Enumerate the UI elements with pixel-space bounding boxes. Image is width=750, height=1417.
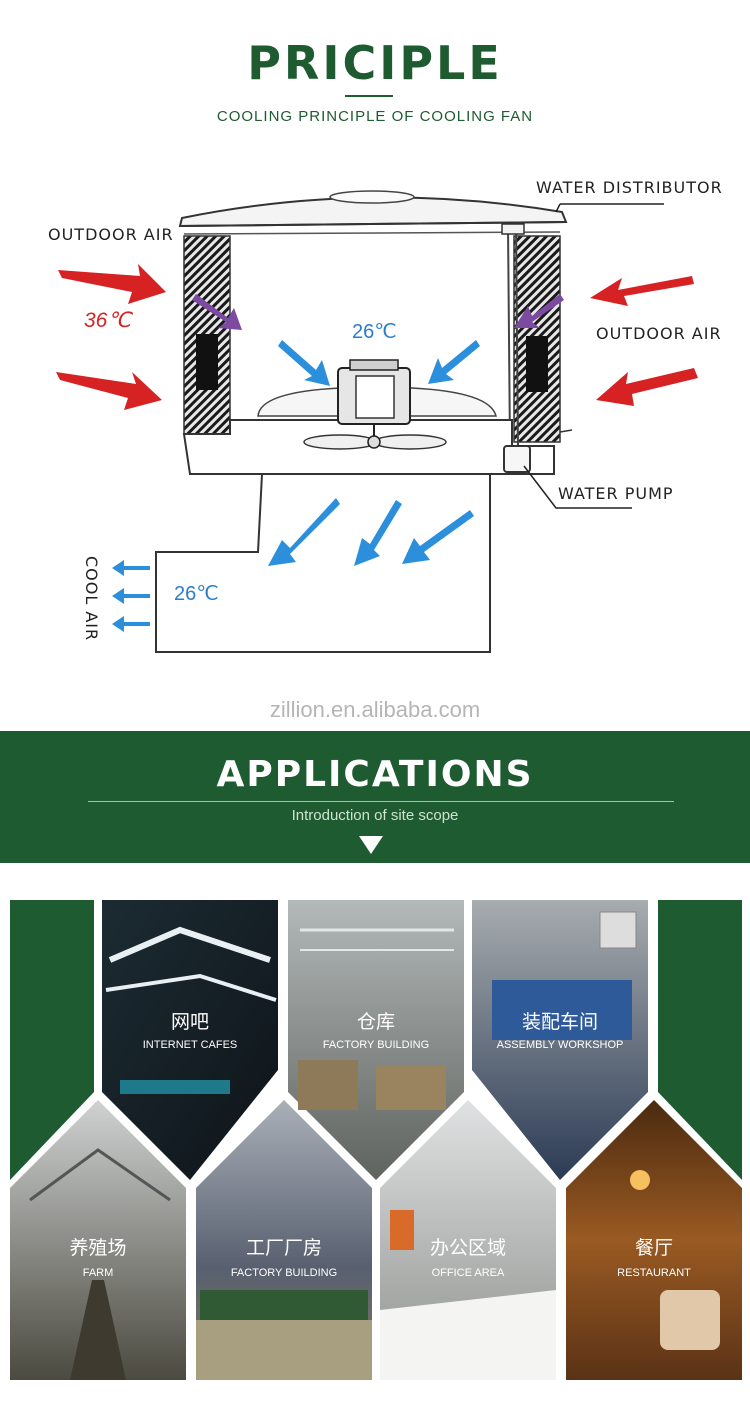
label-water-distributor: WATER DISTRIBUTOR <box>536 178 723 197</box>
chevron-down-icon <box>359 836 383 854</box>
cool-air-arrows <box>112 340 480 632</box>
tile-label-cn: 养殖场 <box>69 1237 126 1259</box>
watermark: zillion.en.alibaba.com <box>269 697 481 722</box>
green-accent-right <box>658 900 742 1180</box>
tile-label-cn: 装配车间 <box>522 1011 598 1033</box>
tile-label-en: OFFICE AREA <box>432 1267 505 1279</box>
label-cool-air: COOL AIR <box>82 556 101 641</box>
tile-label-en: FACTORY BUILDING <box>231 1267 337 1279</box>
label-outdoor-air-right: OUTDOOR AIR <box>596 324 722 343</box>
tile-internet-cafes[interactable]: 网吧 INTERNET CAFES <box>102 900 278 1180</box>
water-pipe <box>501 223 525 449</box>
air-duct <box>155 473 491 653</box>
temp-outside: 36℃ <box>84 309 133 332</box>
cooler-roof <box>178 190 568 235</box>
air-through-pad-arrows <box>192 294 564 330</box>
temp-outlet: 26℃ <box>174 583 219 605</box>
tile-warehouse[interactable]: 仓库 FACTORY BUILDING <box>288 900 464 1180</box>
applications-subtitle: Introduction of site scope <box>291 807 459 824</box>
fan-motor <box>257 359 497 440</box>
tile-restaurant[interactable]: 餐厅 RESTAURANT <box>566 1100 742 1380</box>
tile-label-cn: 网吧 <box>171 1011 209 1033</box>
water-pump <box>503 445 531 473</box>
tile-label-en: FARM <box>83 1267 114 1279</box>
tile-label-en: ASSEMBLY WORKSHOP <box>497 1039 624 1051</box>
application-gallery: 网吧 INTERNET CAFES 仓库 FACTORY BUILDING 装配… <box>10 900 742 1380</box>
tile-factory-building[interactable]: 工厂厂房 FACTORY BUILDING <box>196 1100 372 1380</box>
tile-label-en: RESTAURANT <box>617 1267 691 1279</box>
applications-title: APPLICATIONS <box>216 754 534 795</box>
water-pump-leader <box>523 465 632 509</box>
tile-label-en: FACTORY BUILDING <box>323 1039 429 1051</box>
tile-label-cn: 办公区域 <box>430 1237 506 1259</box>
tile-label-cn: 仓库 <box>357 1011 395 1033</box>
tile-label-en: INTERNET CAFES <box>143 1039 238 1051</box>
title-underline <box>345 95 393 97</box>
applications-divider <box>88 801 674 802</box>
green-accent-left <box>10 900 94 1180</box>
tile-label-cn: 工厂厂房 <box>246 1237 322 1259</box>
label-water-pump: WATER PUMP <box>558 484 674 503</box>
principle-subtitle: COOLING PRINCIPLE OF COOLING FAN <box>216 108 534 125</box>
fan-blade <box>303 434 447 450</box>
temp-inside: 26℃ <box>352 321 397 343</box>
tile-assembly-workshop[interactable]: 装配车间 ASSEMBLY WORKSHOP <box>472 900 648 1180</box>
principle-title: PRICIPLE <box>247 36 503 90</box>
hot-air-arrows <box>56 264 698 410</box>
tile-label-cn: 餐厅 <box>635 1237 673 1259</box>
tile-office-area[interactable]: 办公区域 OFFICE AREA <box>380 1100 556 1380</box>
label-outdoor-air-left: OUTDOOR AIR <box>48 225 174 244</box>
cooling-diagram: WATER DISTRIBUTOR OUTDOOR AIR OUTDOOR AI… <box>48 178 723 653</box>
tile-farm[interactable]: 养殖场 FARM <box>10 1100 186 1380</box>
